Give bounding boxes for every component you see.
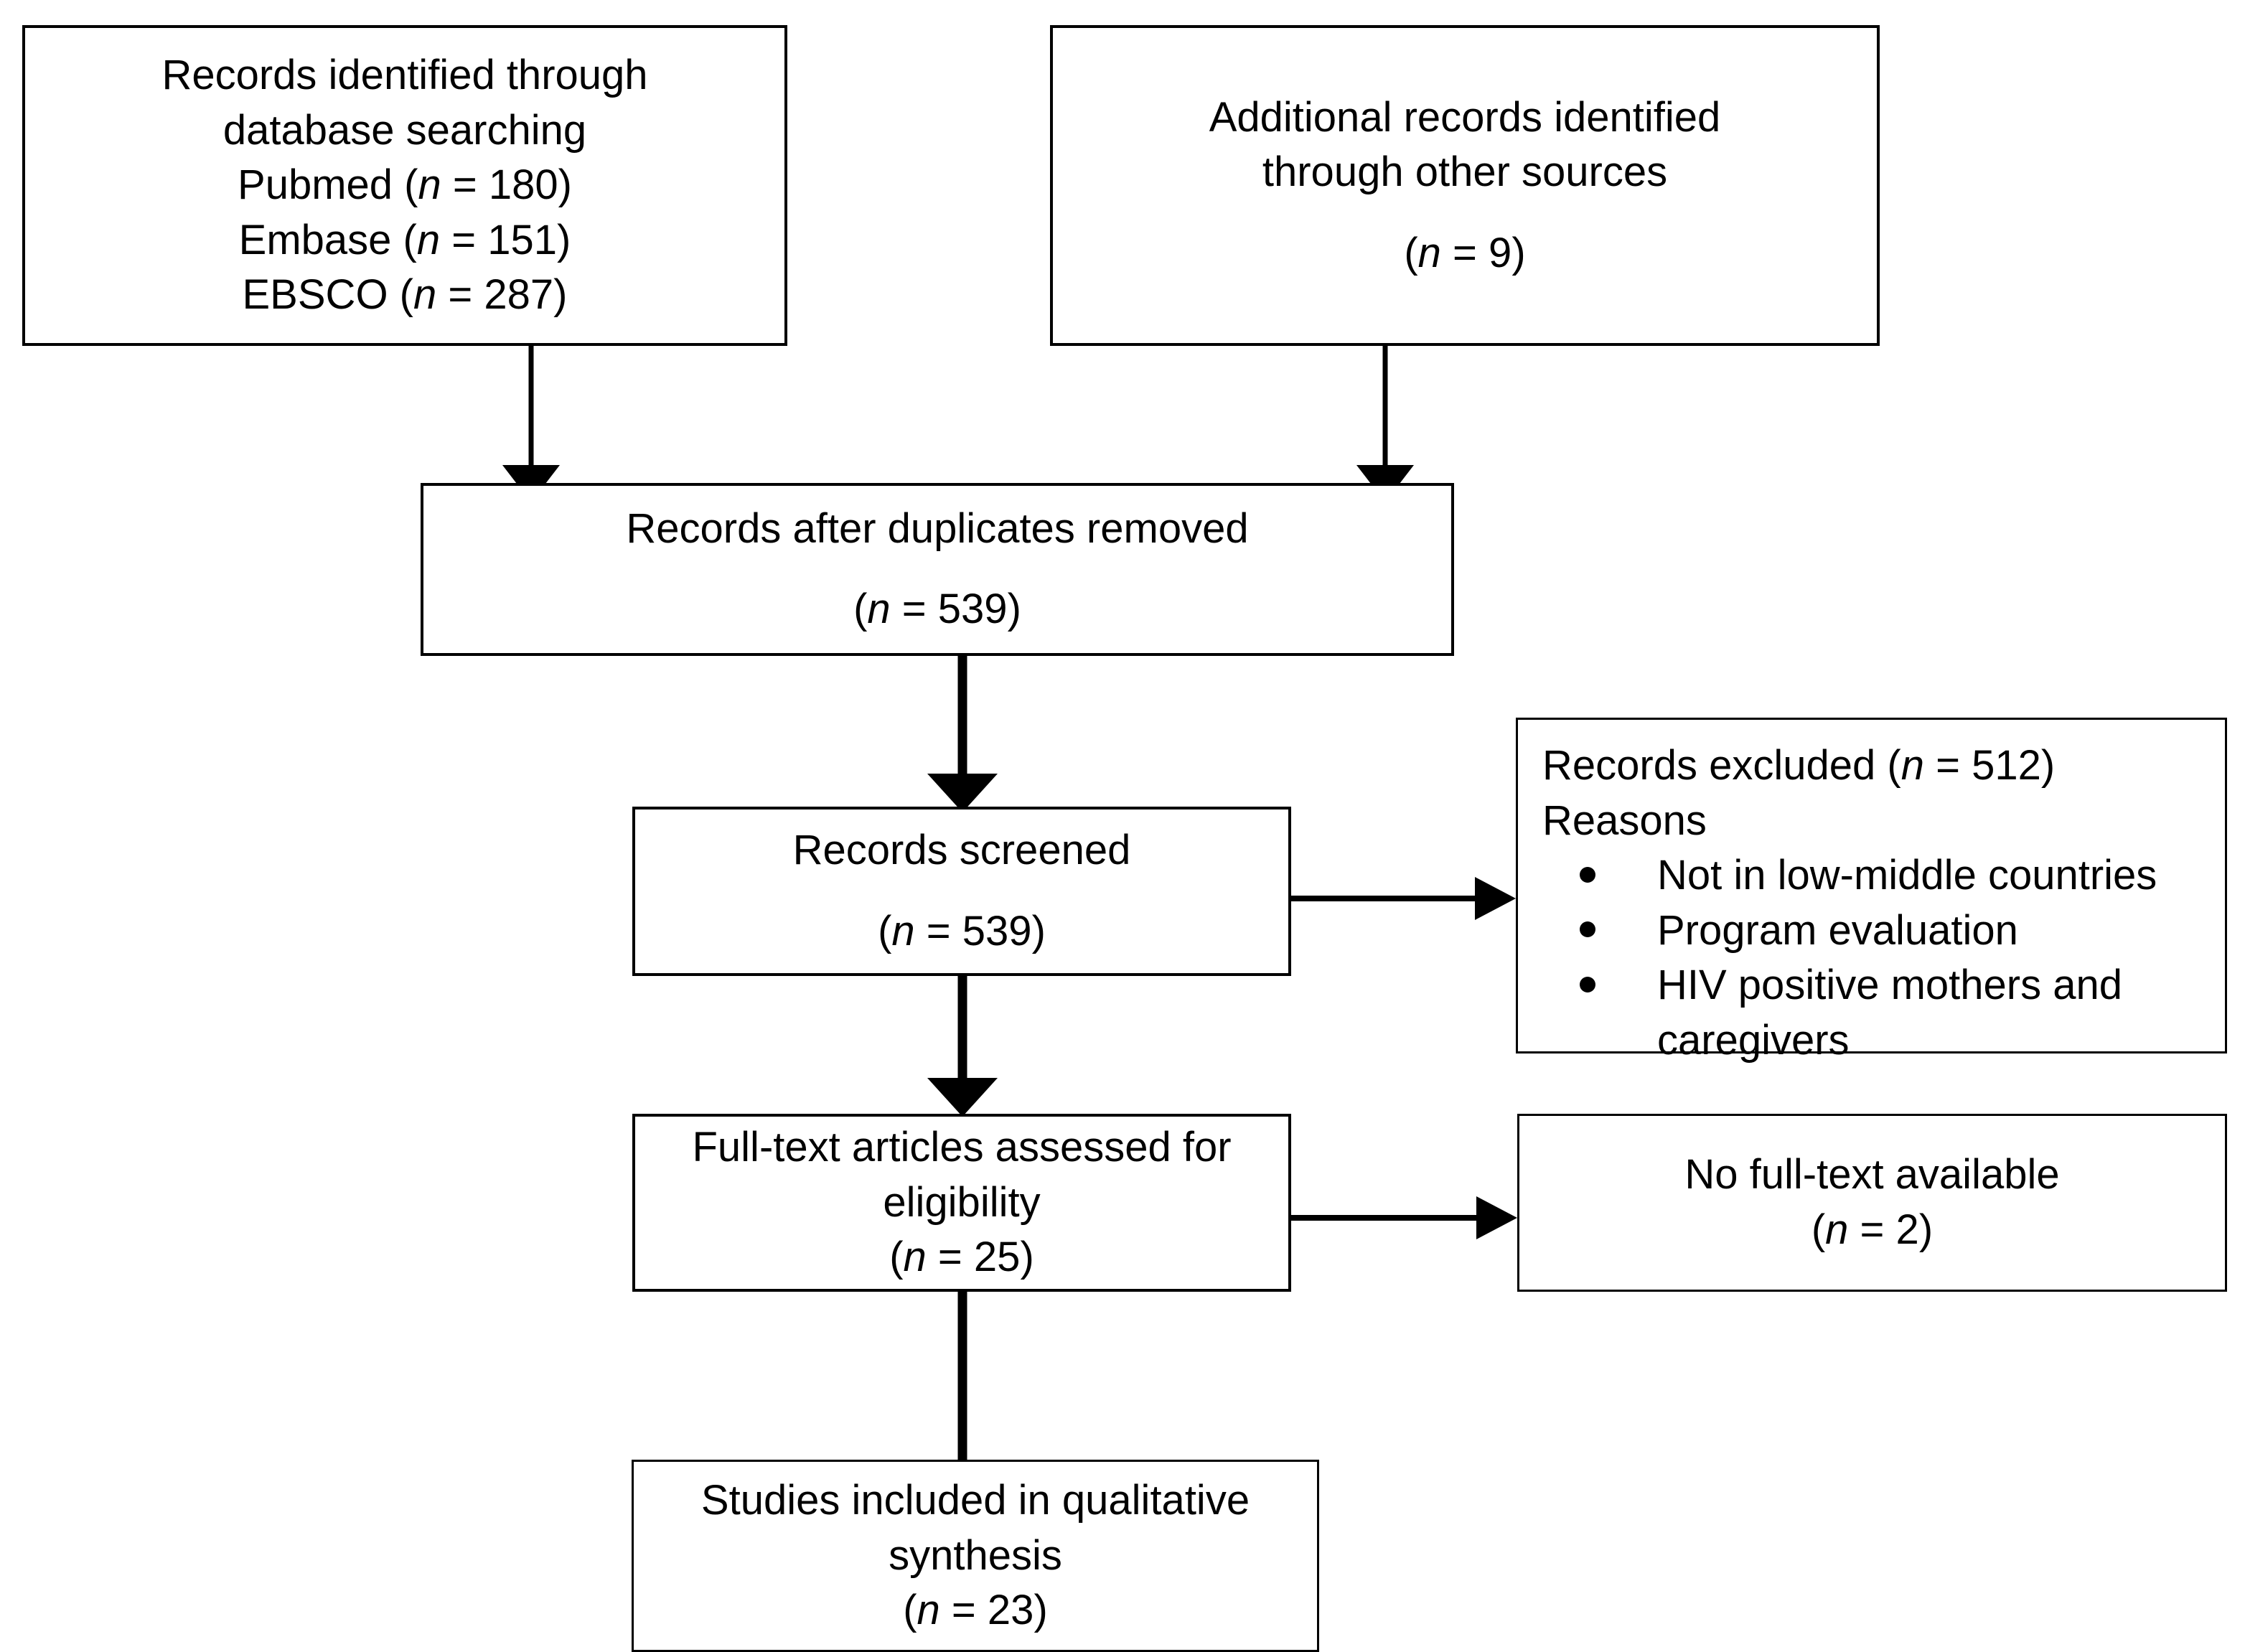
no-full-text-available-box: No full-text available (n = 2) [1517, 1114, 2227, 1292]
identified-count-embase: Embase (n = 151) [238, 216, 571, 263]
screened-line-1: Records screened [792, 827, 1131, 874]
other-sources-line-2: through other sources [1262, 149, 1668, 196]
records-identified-database-box: Records identified through database sear… [22, 25, 787, 346]
records-excluded-box: Records excluded (n = 512) Reasons Not i… [1516, 718, 2227, 1064]
fulltext-count: (n = 25) [889, 1234, 1034, 1281]
included-line-1: Studies included in qualitative [700, 1477, 1250, 1524]
records-after-duplicates-removed-box: Records after duplicates removed (n = 53… [421, 483, 1454, 656]
arrow-identified-to-duplicates [502, 346, 560, 502]
arrow-fulltext-to-nofulltext [1290, 1196, 1517, 1239]
studies-included-qualitative-synthesis-box: Studies included in qualitative synthesi… [632, 1460, 1319, 1652]
other-sources-line-1: Additional records identified [1209, 93, 1721, 141]
full-text-articles-assessed-box: Full-text articles assessed for eligibil… [632, 1114, 1291, 1292]
identified-line-1: Records identified through [161, 52, 648, 99]
included-line-2: synthesis [889, 1531, 1062, 1579]
other-sources-count: (n = 9) [1404, 229, 1526, 276]
list-item: HIV positive mothers and caregivers [1542, 958, 2212, 1068]
additional-records-other-sources-box: Additional records identified through ot… [1050, 25, 1880, 346]
duplicates-line-1: Records after duplicates removed [626, 504, 1249, 552]
identified-line-2: database searching [222, 106, 587, 154]
nofulltext-count: (n = 2) [1811, 1206, 1934, 1253]
list-item: Program evaluation [1542, 904, 2212, 959]
list-item: Not in low-middle countries [1542, 848, 2212, 904]
fulltext-line-2: eligibility [883, 1178, 1041, 1226]
reason-text: Program evaluation [1657, 906, 2018, 954]
arrow-screened-to-fulltext [927, 976, 998, 1117]
identified-count-ebsco: EBSCO (n = 287) [242, 271, 568, 319]
screened-count: (n = 539) [878, 907, 1046, 954]
arrow-duplicates-to-screened [927, 654, 998, 812]
duplicates-count: (n = 539) [853, 586, 1021, 633]
included-count: (n = 23) [903, 1587, 1048, 1634]
bullet-icon [1580, 921, 1595, 938]
arrow-other-to-duplicates [1356, 346, 1414, 502]
excluded-reasons-list: Not in low-middle countries Program eval… [1542, 848, 2212, 1068]
records-screened-box: Records screened (n = 539) [632, 807, 1291, 976]
bullet-icon [1580, 976, 1595, 992]
bullet-icon [1580, 866, 1595, 883]
arrow-screened-to-excluded [1290, 877, 1516, 920]
reason-text: HIV positive mothers and caregivers [1657, 962, 2122, 1064]
nofulltext-line-1: No full-text available [1684, 1151, 2060, 1198]
reason-text: Not in low-middle countries [1657, 852, 2157, 899]
identified-count-pubmed: Pubmed (n = 180) [238, 161, 572, 209]
excluded-heading: Records excluded (n = 512) [1542, 742, 2056, 789]
excluded-reasons-label: Reasons [1542, 797, 1707, 844]
fulltext-line-1: Full-text articles assessed for [692, 1124, 1232, 1171]
